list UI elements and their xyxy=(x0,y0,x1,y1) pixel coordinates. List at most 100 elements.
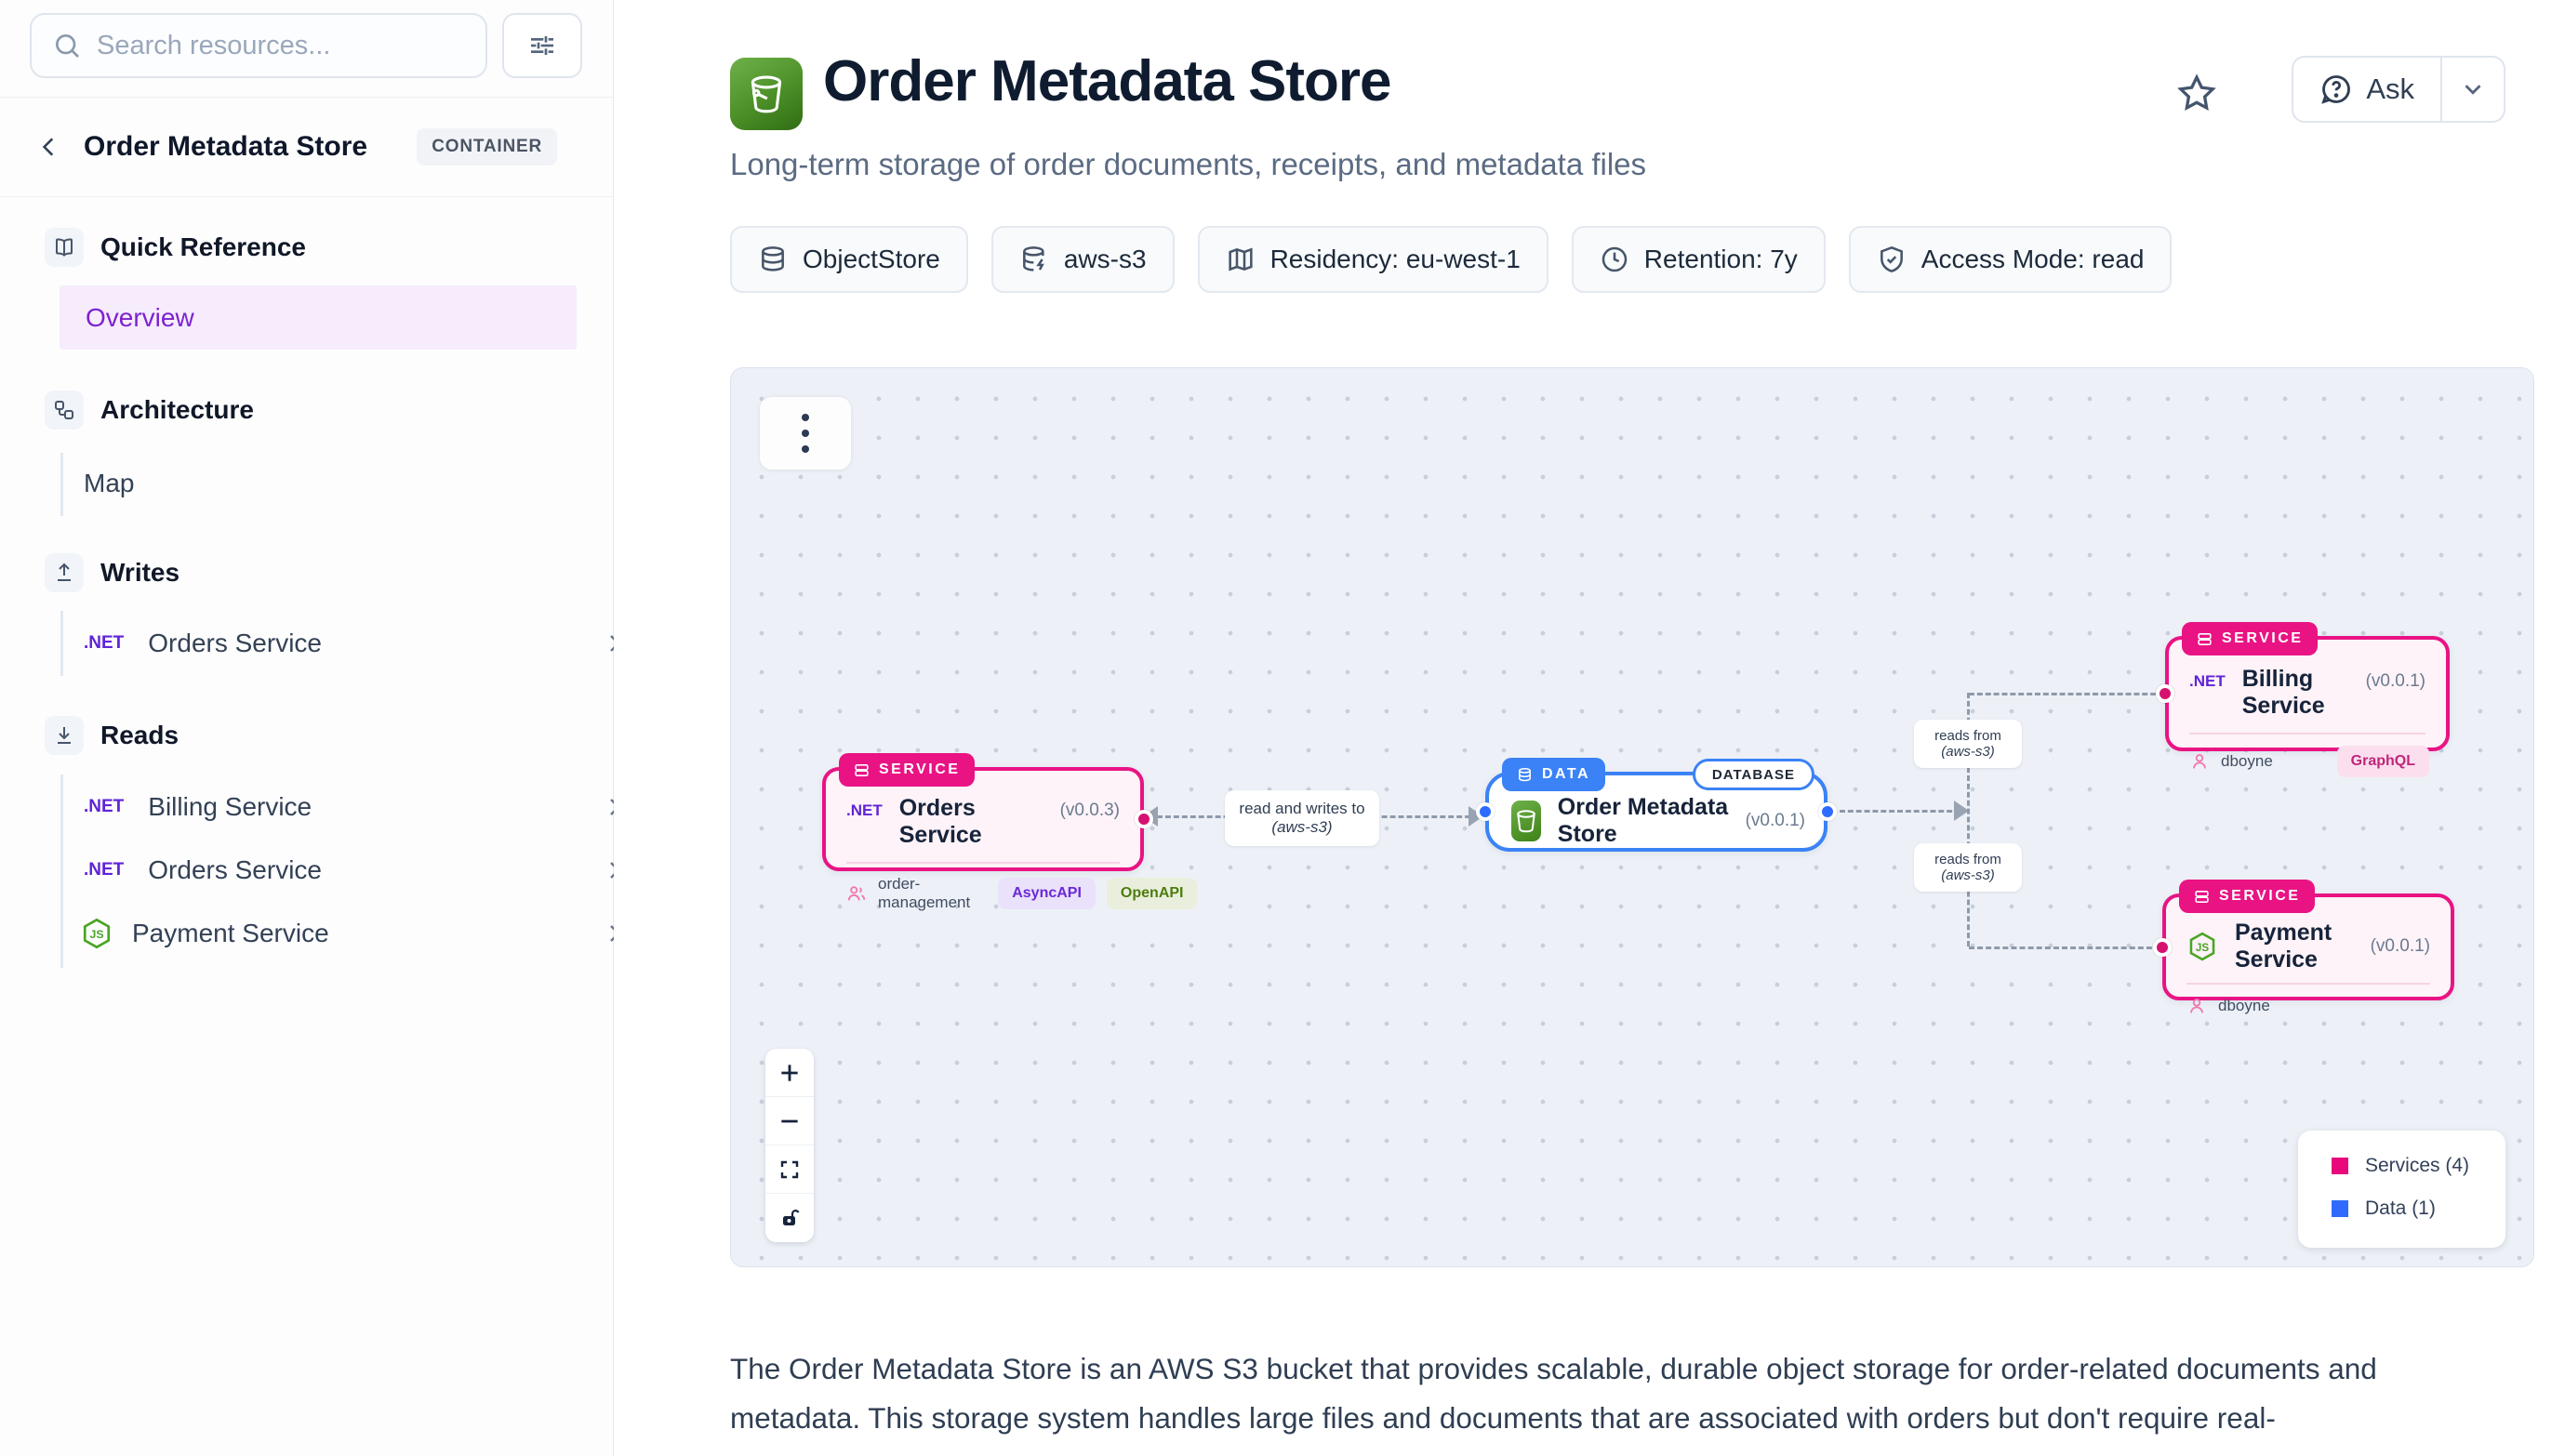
node-payment-service[interactable]: SERVICE JS Payment Service (v0.0.1) dboy… xyxy=(2153,880,2454,1014)
main-content: Order Metadata Store Ask Long-term stora… xyxy=(614,0,2565,1456)
chevron-down-icon xyxy=(2459,75,2487,103)
back-button[interactable] xyxy=(37,135,61,159)
node-title: Billing Service xyxy=(2241,666,2325,719)
edge-junction-payment xyxy=(1969,946,2160,949)
dotnet-label: .NET xyxy=(84,797,125,816)
sidebar-resource-title: Order Metadata Store xyxy=(84,131,368,162)
sidebar-item-orders-service-writes[interactable]: .NET Orders Service xyxy=(84,615,620,671)
tag-openapi: OpenAPI xyxy=(1106,878,1198,909)
section-architecture: Architecture xyxy=(45,390,254,430)
sidebar-item-billing-service[interactable]: .NET Billing Service xyxy=(84,779,620,835)
lock-toggle-button[interactable] xyxy=(765,1194,814,1242)
section-writes: Writes xyxy=(45,553,179,592)
search-input[interactable] xyxy=(97,30,465,61)
server-icon xyxy=(2194,889,2210,905)
legend-item-services[interactable]: Services (4) xyxy=(2332,1155,2505,1177)
user-icon xyxy=(2189,751,2210,772)
node-version: (v0.0.1) xyxy=(2365,671,2425,691)
chip-aws-s3[interactable]: aws-s3 xyxy=(990,226,1175,293)
sidebar-item-overview[interactable]: Overview xyxy=(60,285,577,350)
download-icon xyxy=(45,716,84,755)
dotnet-label: .NET xyxy=(84,633,125,653)
sidebar-item-map[interactable]: Map xyxy=(84,457,134,510)
database-icon xyxy=(758,245,788,274)
chip-label: ObjectStore xyxy=(803,245,940,273)
upload-icon xyxy=(45,553,84,592)
vertical-ellipsis-icon xyxy=(802,414,809,421)
chip-residency[interactable]: Residency: eu-west-1 xyxy=(1197,226,1548,293)
resource-type-badge: CONTAINER xyxy=(417,128,557,165)
ask-button[interactable]: Ask xyxy=(2293,58,2442,121)
tag-graphql: GraphQL xyxy=(2336,746,2429,777)
section-label: Architecture xyxy=(100,395,254,424)
page-title: Order Metadata Store xyxy=(823,49,1392,113)
node-handle[interactable] xyxy=(1135,810,1153,828)
node-version: (v0.0.3) xyxy=(1059,801,1120,820)
plus-icon xyxy=(777,1061,802,1085)
ask-split-button: Ask xyxy=(2292,56,2505,123)
edge-label-read-write: read and writes to (aws-s3) xyxy=(1225,790,1379,846)
chip-retention[interactable]: Retention: 7y xyxy=(1571,226,1826,293)
data-swatch xyxy=(2332,1200,2348,1217)
section-label: Writes xyxy=(100,558,180,587)
node-version: (v0.0.1) xyxy=(1745,811,1805,830)
edge-label-reads-from-top: reads from (aws-s3) xyxy=(1914,720,2022,768)
canvas-menu-button[interactable] xyxy=(759,396,852,470)
legend-item-data[interactable]: Data (1) xyxy=(2332,1198,2505,1220)
owner-label: dboyne xyxy=(2221,752,2273,770)
chip-access-mode[interactable]: Access Mode: read xyxy=(1848,226,2173,293)
zoom-out-button[interactable] xyxy=(765,1097,814,1145)
node-orders-service[interactable]: SERVICE .NET Orders Service (v0.0.3) ord… xyxy=(822,753,1198,911)
tag-asyncapi: AsyncAPI xyxy=(998,878,1096,909)
services-swatch xyxy=(2332,1158,2348,1174)
fit-view-button[interactable] xyxy=(765,1145,814,1194)
filter-button[interactable] xyxy=(502,13,582,78)
sidebar-header: Order Metadata Store CONTAINER xyxy=(0,98,613,197)
node-title: Payment Service xyxy=(2235,920,2332,973)
node-handle[interactable] xyxy=(1818,802,1837,821)
star-icon[interactable] xyxy=(2176,73,2217,118)
nav-item-label: Payment Service xyxy=(132,919,329,947)
workflow-icon xyxy=(45,390,84,430)
description-paragraph: The Order Metadata Store is an AWS S3 bu… xyxy=(730,1352,2377,1435)
node-billing-service[interactable]: SERVICE .NET Billing Service (v0.0.1) db… xyxy=(2156,622,2450,777)
search-box[interactable] xyxy=(30,13,487,78)
clock-icon xyxy=(1600,245,1629,274)
nav-item-label: Orders Service xyxy=(148,855,322,884)
nav-item-label: Orders Service xyxy=(148,629,322,657)
chip-label: Residency: eu-west-1 xyxy=(1269,245,1521,273)
node-handle[interactable] xyxy=(2156,684,2174,703)
architecture-canvas[interactable]: read and writes to (aws-s3) reads from (… xyxy=(730,367,2534,1267)
node-handle[interactable] xyxy=(1476,802,1495,821)
owner-label: dboyne xyxy=(2218,997,2270,1014)
search-icon xyxy=(52,31,82,60)
s3-bucket-icon xyxy=(1511,801,1541,841)
section-label: Reads xyxy=(100,721,179,749)
nav-rail xyxy=(60,453,63,516)
page-subtitle: Long-term storage of order documents, re… xyxy=(730,147,1647,181)
zoom-in-button[interactable] xyxy=(765,1049,814,1097)
dotnet-label: .NET xyxy=(2189,672,2226,690)
sidebar-item-orders-service-reads[interactable]: .NET Orders Service xyxy=(84,842,620,898)
sidebar-item-payment-service[interactable]: JS Payment Service xyxy=(80,906,620,961)
database-pill: DATABASE xyxy=(1692,759,1814,790)
edge-arrowhead xyxy=(1954,801,1969,821)
fit-view-icon xyxy=(778,1158,801,1181)
ask-button-label: Ask xyxy=(2366,73,2414,105)
nodejs-icon: JS xyxy=(2186,931,2218,962)
sidebar: Order Metadata Store CONTAINER Quick Ref… xyxy=(0,0,620,1456)
chip-label: aws-s3 xyxy=(1063,245,1147,273)
minus-icon xyxy=(777,1109,802,1133)
users-icon xyxy=(846,883,867,904)
server-icon xyxy=(2197,631,2213,647)
chip-objectstore[interactable]: ObjectStore xyxy=(730,226,968,293)
nodejs-icon: JS xyxy=(80,917,113,950)
svg-text:JS: JS xyxy=(89,928,103,941)
node-order-metadata-store[interactable]: DATA DATABASE Order Metadata Store (v0.0… xyxy=(1476,758,1837,852)
user-icon xyxy=(2186,996,2207,1016)
service-badge: SERVICE xyxy=(2182,622,2319,655)
canvas-legend: Services (4) Data (1) xyxy=(2298,1131,2505,1248)
ask-dropdown-button[interactable] xyxy=(2442,58,2504,121)
node-handle[interactable] xyxy=(2153,938,2172,957)
